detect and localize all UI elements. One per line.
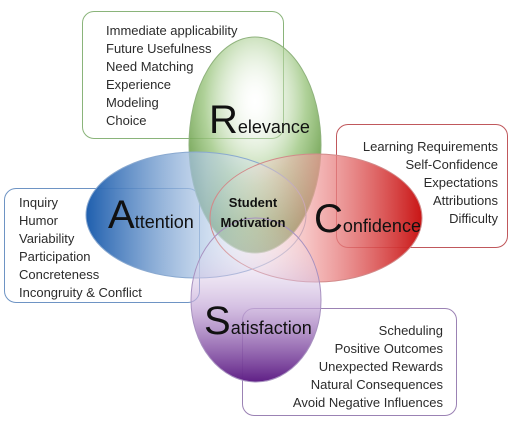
relevance-list-item: Choice bbox=[106, 113, 147, 128]
confidence-list-item: Attributions bbox=[432, 193, 498, 208]
attention-list-item: Variability bbox=[19, 231, 75, 246]
confidence-initial: C bbox=[314, 197, 343, 241]
center-label-line-2: Motivation bbox=[220, 215, 286, 230]
relevance-list-item: Need Matching bbox=[106, 59, 194, 74]
satisfaction-list-item: Positive Outcomes bbox=[334, 341, 443, 356]
relevance-initial: R bbox=[209, 98, 238, 142]
attention-initial: A bbox=[108, 193, 135, 237]
attention-list-item: Inquiry bbox=[19, 195, 59, 210]
center-label: Student Motivation bbox=[203, 193, 303, 233]
relevance-list-item: Future Usefulness bbox=[106, 41, 212, 56]
relevance-list-item: Immediate applicability bbox=[106, 23, 238, 38]
attention-list-item: Concreteness bbox=[19, 267, 100, 282]
confidence-list-item: Learning Requirements bbox=[362, 139, 498, 154]
satisfaction-rest: atisfaction bbox=[230, 318, 312, 338]
attention-list-item: Participation bbox=[19, 249, 91, 264]
satisfaction-list-item: Natural Consequences bbox=[310, 377, 443, 392]
satisfaction-ellipse bbox=[190, 217, 322, 383]
confidence-rest: onfidence bbox=[342, 216, 421, 236]
satisfaction-list-item: Avoid Negative Influences bbox=[292, 395, 443, 410]
relevance-title: Relevance bbox=[209, 100, 310, 140]
relevance-list-item: Experience bbox=[106, 77, 172, 92]
attention-title: Attention bbox=[108, 195, 194, 235]
satisfaction-list-item: Scheduling bbox=[378, 323, 443, 338]
satisfaction-list-item: Unexpected Rewards bbox=[318, 359, 443, 374]
satisfaction-initial: S bbox=[204, 299, 231, 343]
satisfaction-title: Satisfaction bbox=[204, 301, 312, 341]
confidence-list-item: Expectations bbox=[423, 175, 498, 190]
center-label-line-1: Student bbox=[228, 195, 278, 210]
confidence-list-item: Self-Confidence bbox=[405, 157, 499, 172]
attention-list-item: Incongruity & Conflict bbox=[19, 285, 142, 300]
relevance-rest: elevance bbox=[237, 117, 310, 137]
confidence-title: Confidence bbox=[314, 199, 421, 239]
attention-list-item: Humor bbox=[19, 213, 59, 228]
relevance-list-item: Modeling bbox=[106, 95, 159, 110]
confidence-list-item: Difficulty bbox=[449, 211, 498, 226]
attention-rest: ttention bbox=[134, 212, 194, 232]
